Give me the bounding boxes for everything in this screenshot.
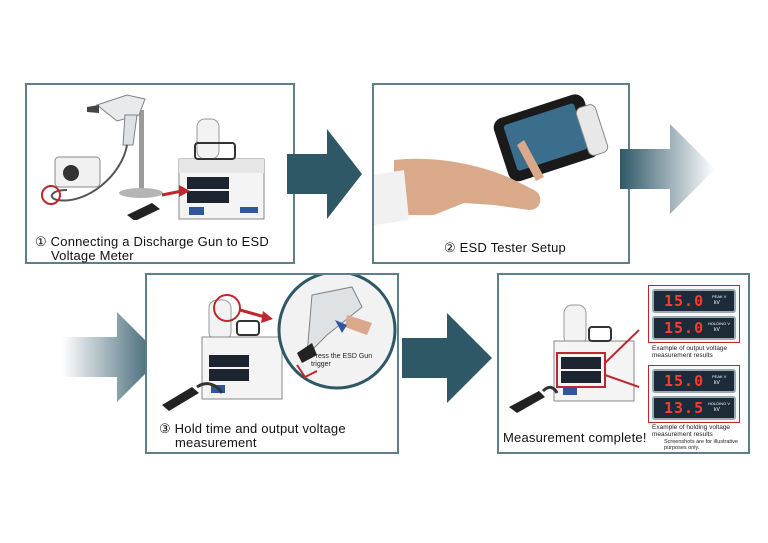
output-value-2: 15.0	[664, 319, 705, 337]
holding-value-2: 13.5	[664, 399, 705, 417]
flow-arrow-4	[402, 313, 492, 403]
step2-panel: ② ESD Tester Setup	[372, 83, 630, 264]
holding-lcd-2: 13.5 HOLDING V kV	[652, 396, 736, 420]
output-note-line2: measurement results	[652, 352, 713, 359]
output-unit-2: kV	[714, 327, 720, 333]
flow-arrow-1	[287, 129, 362, 219]
hand-icon	[374, 140, 544, 225]
output-value-1: 15.0	[664, 292, 705, 310]
flow-arrow-3	[62, 312, 162, 402]
step1-caption: ① Connecting a Discharge Gun to ESD Volt…	[35, 235, 269, 263]
output-note: Example of output voltage measurement re…	[652, 345, 727, 359]
output-lcd-1: 15.0 PEAK V kV	[652, 289, 736, 313]
step3-callout: Press the ESD Gun trigger	[311, 353, 372, 369]
step4-panel: 15.0 PEAK V kV 15.0 HOLDING V kV Example…	[497, 273, 750, 454]
step3-callout-line2: trigger	[311, 361, 331, 368]
step4-caption: Measurement complete!	[503, 430, 647, 445]
disclaimer-line2: purposes only.	[664, 445, 700, 451]
holding-display-card: 15.0 PEAK V kV 13.5 HOLDING V kV	[648, 365, 740, 423]
holding-label-2: HOLDING V	[708, 401, 731, 406]
step2-caption: ② ESD Tester Setup	[444, 241, 566, 255]
stand-pole	[139, 110, 144, 195]
holding-note: Example of holding voltage measurement r…	[652, 424, 730, 438]
step2-marker: ②	[444, 240, 456, 255]
connector-highlight	[41, 185, 61, 205]
step3-caption: ③ Hold time and output voltage measureme…	[159, 422, 346, 450]
discharge-gun-icon	[87, 94, 146, 146]
voltage-meter-icon	[553, 304, 635, 402]
disclaimer-line1: Screenshots are for illustrative	[664, 439, 738, 445]
holding-value-1: 15.0	[664, 372, 705, 390]
step3-caption-line2: measurement	[175, 435, 257, 450]
holding-lcd-1: 15.0 PEAK V kV	[652, 369, 736, 393]
step3-caption-line1: Hold time and output voltage	[174, 421, 346, 436]
step1-caption-line1: Connecting a Discharge Gun to ESD	[50, 234, 269, 249]
holding-note-line2: measurement results	[652, 431, 713, 438]
output-display-card: 15.0 PEAK V kV 15.0 HOLDING V kV	[648, 285, 740, 343]
holding-unit-1: kV	[714, 380, 720, 386]
cable-icon	[50, 144, 128, 202]
step1-caption-line2: Voltage Meter	[51, 248, 134, 263]
step3-illustration	[162, 275, 397, 411]
output-label-1: PEAK V	[712, 294, 727, 299]
output-note-line1: Example of output voltage	[652, 345, 728, 352]
step1-illustration	[41, 94, 265, 220]
gun-tip-highlight	[213, 294, 241, 322]
step1-panel: ① Connecting a Discharge Gun to ESD Volt…	[25, 83, 295, 264]
holding-unit-2: kV	[714, 407, 720, 413]
tablet-icon	[493, 94, 609, 182]
holding-label-1: PEAK V	[712, 374, 727, 379]
output-lcd-2: 15.0 HOLDING V kV	[652, 316, 736, 340]
step3-marker: ③	[159, 421, 171, 436]
output-label-2: HOLDING V	[708, 321, 731, 326]
display-highlight	[556, 352, 606, 388]
stand-base	[119, 188, 163, 198]
output-unit-1: kV	[714, 300, 720, 306]
step3-panel: Press the ESD Gun trigger ③ Hold time an…	[145, 273, 399, 454]
voltage-meter-icon	[178, 118, 265, 220]
connection-arrow	[161, 189, 183, 197]
step1-marker: ①	[35, 234, 47, 249]
step3-callout-line1: Press the ESD Gun	[311, 353, 373, 360]
step2-caption-text: ESD Tester Setup	[459, 240, 566, 255]
step4-illustration	[509, 304, 640, 413]
holding-note-line1: Example of holding voltage	[652, 424, 731, 431]
flow-arrow-2	[620, 124, 715, 214]
step2-illustration	[374, 94, 609, 225]
discharge-gun-icon	[297, 286, 372, 363]
disclaimer: Screenshots are for illustrative purpose…	[664, 439, 738, 451]
